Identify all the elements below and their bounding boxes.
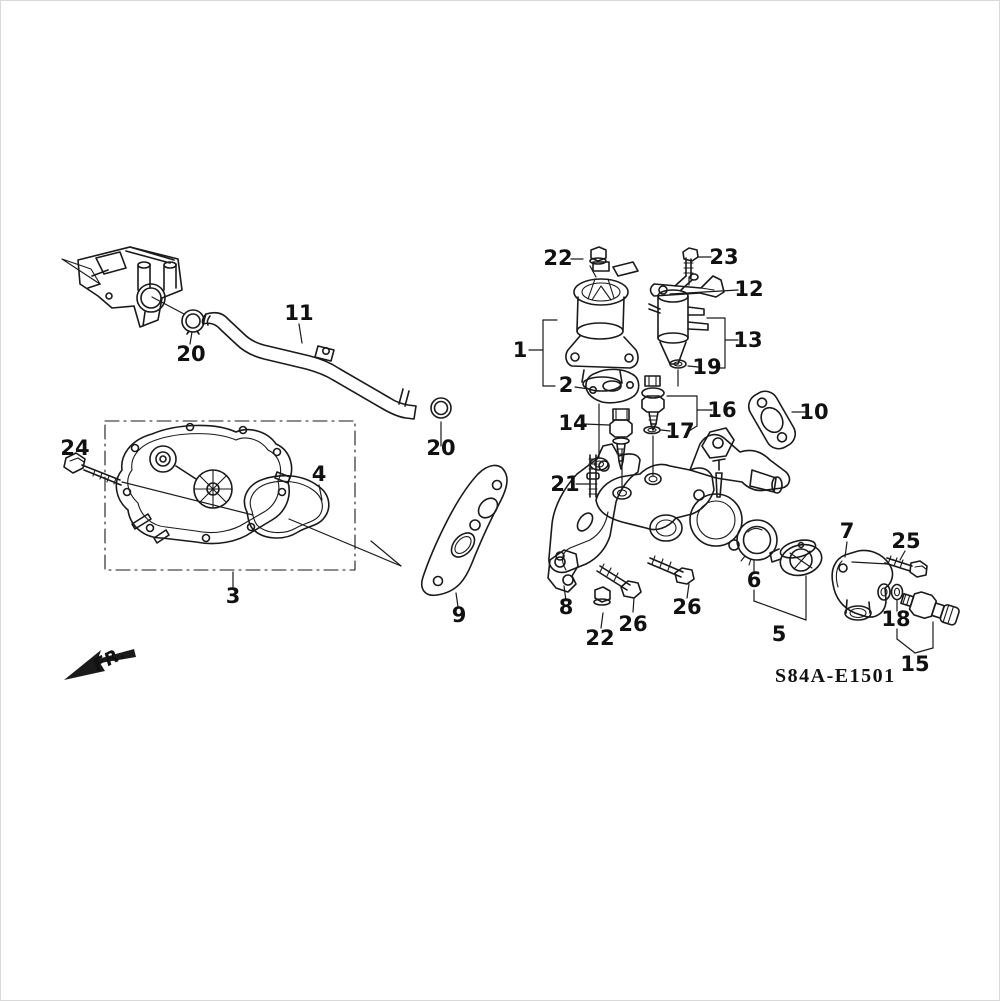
leader-line: [914, 647, 934, 654]
fr-direction-arrow: FR.: [64, 643, 136, 680]
leader-line: [121, 481, 254, 516]
part-label-21: 21: [550, 472, 579, 496]
part-label-6: 6: [747, 568, 762, 592]
stud-bolt-21: [586, 454, 600, 498]
bolt-23: [682, 247, 699, 278]
leader-line: [851, 561, 889, 565]
part-label-22: 22: [585, 626, 614, 650]
part-label-8: 8: [559, 595, 574, 619]
leader-line: [632, 597, 635, 613]
washer-18: [890, 583, 904, 601]
thermostat-cover-7: [831, 549, 894, 621]
water-pump-3: [115, 422, 293, 545]
gasket-10: [747, 390, 797, 450]
leader-line: [896, 638, 916, 654]
bolt-26-left: [596, 563, 642, 599]
oring-20-left: [181, 309, 205, 335]
cylinder-head-sketch: [77, 246, 183, 328]
part-label-17: 17: [665, 419, 694, 443]
washer-19: [669, 359, 687, 369]
part-label-16: 16: [707, 398, 736, 422]
leader-line: [455, 592, 459, 608]
leader-line: [844, 541, 848, 558]
bolt-26-right: [647, 555, 695, 585]
leader-line: [686, 583, 690, 599]
leader-line: [600, 612, 604, 629]
part-label-12: 12: [734, 277, 763, 301]
nut-22-top: [589, 246, 607, 265]
fr-label: FR.: [90, 643, 129, 677]
leader-line: [583, 423, 610, 426]
leader-line: [574, 386, 590, 390]
part-label-18: 18: [881, 607, 910, 631]
leader-line: [318, 484, 323, 501]
part-label-9: 9: [452, 603, 467, 627]
thermostat-5: [769, 539, 823, 577]
leader-line: [753, 600, 807, 621]
washer-17: [643, 425, 661, 435]
water-pipe-11: [201, 311, 417, 420]
part-label-20: 20: [176, 342, 205, 366]
leader-line: [298, 323, 303, 344]
leader-line: [563, 585, 567, 602]
part-label-26: 26: [618, 612, 647, 636]
part-label-19: 19: [692, 355, 721, 379]
bracket-8: [547, 549, 579, 593]
part-label-2: 2: [559, 373, 574, 397]
leader-line: [899, 550, 906, 561]
part-label-10: 10: [799, 400, 828, 424]
bolt-25: [884, 555, 928, 578]
part-label-3: 3: [226, 584, 241, 608]
leader-line: [687, 365, 699, 368]
part-label-5: 5: [772, 622, 787, 646]
part-label-4: 4: [312, 462, 327, 486]
part-label-15: 15: [900, 652, 929, 676]
oring-4: [243, 474, 330, 539]
egr-valve-1: [565, 261, 639, 392]
diagram-code: S84A-E1501: [775, 665, 896, 687]
part-label-23: 23: [709, 245, 738, 269]
leader-line: [669, 289, 739, 295]
part-label-14: 14: [558, 411, 587, 435]
part-label-26: 26: [672, 595, 701, 619]
part-label-13: 13: [733, 328, 762, 352]
part-label-20: 20: [426, 436, 455, 460]
part-label-1: 1: [513, 338, 528, 362]
part-label-11: 11: [284, 301, 313, 325]
nut-22-bottom: [593, 586, 611, 606]
part-label-25: 25: [891, 529, 920, 553]
egr-gasket-2: [585, 368, 640, 404]
sensor-15: [900, 591, 960, 626]
leader-line: [589, 265, 597, 278]
water-passage-body: [548, 427, 791, 574]
part-label-22: 22: [543, 246, 572, 270]
leader-line: [370, 540, 402, 567]
part-label-24: 24: [60, 436, 89, 460]
part-label-7: 7: [840, 519, 855, 543]
bolt-24: [63, 452, 122, 486]
leader-line: [151, 296, 185, 315]
sensor-16: [641, 375, 665, 431]
leader-line: [688, 425, 698, 432]
leader-line: [189, 331, 193, 345]
leader-line: [660, 429, 671, 432]
view-arrow-icon: [61, 258, 101, 285]
oring-20-right: [430, 397, 452, 419]
gasket-9: [421, 464, 508, 597]
leader-lines: [121, 256, 934, 654]
water-pump-boundary-box: [104, 420, 356, 571]
leader-line: [288, 518, 402, 567]
sensor-14: [609, 408, 633, 470]
thermostat-seal-6: [736, 519, 778, 566]
